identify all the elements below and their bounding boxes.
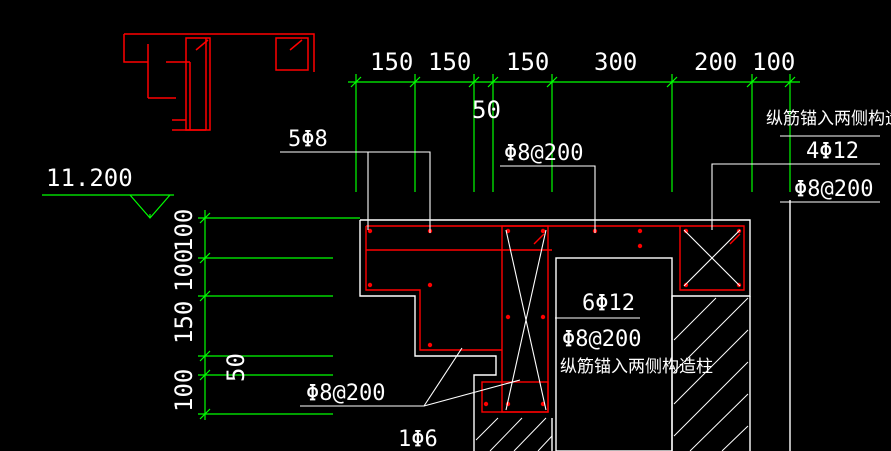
rebar [365,225,745,413]
dim-left-5: 100 [170,369,198,412]
dim-top-50: 50 [472,96,501,124]
dim-left-1: 100 [170,209,198,252]
dim-top-6: 100 [752,48,795,76]
elevation-value: 11.200 [46,164,133,192]
dim-top-1: 150 [370,48,413,76]
section-outline [359,200,791,451]
label-top-left-stirrup: 5Φ8 [288,127,328,152]
dim-top-5: 200 [694,48,737,76]
label-center-stirrup: Φ8@200 [562,327,641,352]
label-center-note: 纵筋锚入两侧构造柱 [560,357,713,377]
leader-lines [280,135,880,407]
dim-left-2: 100 [170,249,198,292]
dim-left-3: 150 [170,301,198,344]
label-right-stirrup: Φ8@200 [794,177,873,202]
cross-markers [505,229,741,411]
elevation-mark [42,194,174,219]
label-bottom-stirrup: Φ8@200 [306,381,385,406]
label-bottom-bar: 1Φ6 [398,427,438,451]
dim-top-2: 150 [428,48,471,76]
top-dimension-chain [348,74,800,192]
dim-left-4: 50 [222,353,250,382]
key-plan [123,33,315,131]
dim-top-4: 300 [594,48,637,76]
label-mid-stirrup: Φ8@200 [504,141,583,166]
wall-hatching [475,297,749,451]
left-dimension-chain [198,210,360,420]
dim-top-3: 150 [506,48,549,76]
label-right-bars: 4Φ12 [806,139,859,164]
label-center-bars: 6Φ12 [582,291,635,316]
label-right-note: 纵筋锚入两侧构造柱 [766,109,891,129]
